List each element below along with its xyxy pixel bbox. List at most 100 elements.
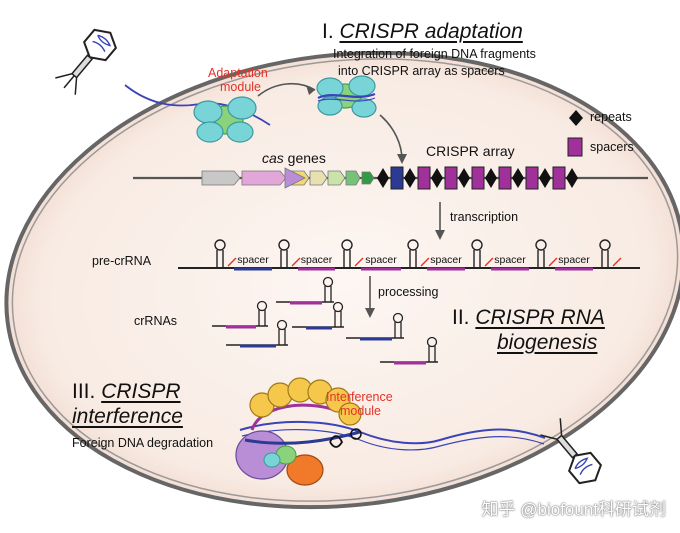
spacer-text: spacer <box>301 254 333 266</box>
cell-envelope <box>4 50 680 510</box>
biogenesis-heading-1: II. CRISPR RNA <box>452 306 605 330</box>
spacer-box <box>552 166 566 190</box>
spacer-text: spacer <box>494 254 526 266</box>
interference-numeral: III. <box>72 380 96 403</box>
interference-heading-1: III. CRISPR <box>72 380 181 404</box>
spacer-box <box>498 166 512 190</box>
repeat-diamond <box>431 168 443 188</box>
biogenesis-heading-2: biogenesis <box>497 331 597 355</box>
crrnas-label: crRNAs <box>134 314 178 328</box>
repeat-diamond <box>485 168 497 188</box>
crispr-array <box>377 166 578 190</box>
crrna-hairpin-loop <box>256 300 268 312</box>
interference-heading-2: interference <box>72 405 183 429</box>
cas-genes-label: cas genes <box>262 150 326 166</box>
crrna-hairpin-stem <box>394 322 402 338</box>
watermark: 知乎 @biofount科研试剂 <box>481 500 666 519</box>
repeat-diamond <box>377 168 389 188</box>
adaptation-module-label-2: module <box>220 80 261 94</box>
cleavage-mark <box>612 257 622 267</box>
cleavage-mark <box>548 257 558 267</box>
repeat-diamond <box>404 168 416 188</box>
adaptation-desc-1: Integration of foreign DNA fragments <box>333 47 536 61</box>
spacer-text: spacer <box>365 254 397 266</box>
hairpin-stem <box>473 250 481 268</box>
hairpin-loop <box>214 239 226 251</box>
crrna-hairpin-loop <box>276 319 288 331</box>
interference-title-2: interference <box>72 405 183 428</box>
biogenesis-title-2: biogenesis <box>497 331 598 354</box>
crrna-hairpin-stem <box>334 311 342 327</box>
repeat-diamond <box>539 168 551 188</box>
interference-complex <box>235 377 546 486</box>
interference-module-label-2: module <box>340 404 381 418</box>
crrna-hairpin-stem <box>428 346 436 362</box>
repeat-diamond <box>512 168 524 188</box>
pre-crrna-label: pre-crRNA <box>92 254 152 268</box>
legend <box>567 110 583 157</box>
phage-top-left-icon <box>55 28 118 95</box>
hairpin-loop <box>407 239 419 251</box>
crrnas <box>212 276 438 365</box>
hairpin-stem <box>537 250 545 268</box>
hairpin-loop <box>341 239 353 251</box>
adaptation-module-protein <box>193 96 257 143</box>
hairpin-loop <box>599 239 611 251</box>
adaptation-complex-with-dna <box>316 75 377 118</box>
cleavage-mark <box>291 257 301 267</box>
crispr-array-label: CRISPR array <box>426 143 515 159</box>
crrna-hairpin-loop <box>426 336 438 348</box>
hairpin-loop <box>471 239 483 251</box>
pre-crrna: spacer spacer spacer spacer spacer spacer <box>178 239 640 271</box>
repeats-label: repeats <box>590 110 632 124</box>
hairpin-loop <box>535 239 547 251</box>
hairpin-stem <box>216 250 224 268</box>
spacer-text: spacer <box>430 254 462 266</box>
hairpin-loop <box>278 239 290 251</box>
adaptation-title: CRISPR adaptation <box>339 20 523 43</box>
hairpin-stem <box>280 250 288 268</box>
biogenesis-title-1: CRISPR RNA <box>475 306 605 329</box>
cleavage-mark <box>354 257 364 267</box>
processing-label: processing <box>378 285 439 299</box>
cleavage-mark <box>227 257 237 267</box>
spacer-box <box>390 166 404 190</box>
phage-bottom-right-icon <box>540 418 603 485</box>
crrna-hairpin-stem <box>324 286 332 302</box>
crrna-hairpin-stem <box>278 329 286 345</box>
spacer-legend-icon <box>567 137 583 157</box>
interference-title-1: CRISPR <box>101 380 181 403</box>
hairpin-stem <box>409 250 417 268</box>
spacer-box <box>444 166 458 190</box>
adaptation-desc-2: into CRISPR array as spacers <box>338 64 505 78</box>
repeat-diamond <box>566 168 578 188</box>
transcription-label: transcription <box>450 210 519 224</box>
adaptation-numeral: I. <box>322 20 334 43</box>
cleavage-mark <box>484 257 494 267</box>
adaptation-module-label-1: Adaptation <box>208 66 268 80</box>
hairpin-stem <box>343 250 351 268</box>
crrna-hairpin-stem <box>258 310 266 326</box>
repeat-diamond <box>458 168 470 188</box>
biogenesis-numeral: II. <box>452 306 470 329</box>
crrna-hairpin-loop <box>392 312 404 324</box>
repeat-legend-icon <box>569 110 583 126</box>
cas-gene-arrow <box>284 167 306 189</box>
cas-genes <box>201 170 375 186</box>
cas-italic: cas <box>262 150 284 166</box>
spacer-box <box>417 166 431 190</box>
interference-desc: Foreign DNA degradation <box>72 436 214 450</box>
cleavage-mark <box>420 257 430 267</box>
crrna-hairpin-loop <box>332 301 344 313</box>
spacer-box <box>525 166 539 190</box>
hairpin-stem <box>601 250 609 268</box>
adaptation-heading: I. CRISPR adaptation <box>322 20 523 44</box>
genes-word: genes <box>283 150 326 166</box>
spacers-label: spacers <box>590 140 634 154</box>
spacer-box <box>471 166 485 190</box>
spacer-text: spacer <box>558 254 590 266</box>
spacer-text: spacer <box>237 254 269 266</box>
interference-module-label-1: Interference <box>326 390 393 404</box>
